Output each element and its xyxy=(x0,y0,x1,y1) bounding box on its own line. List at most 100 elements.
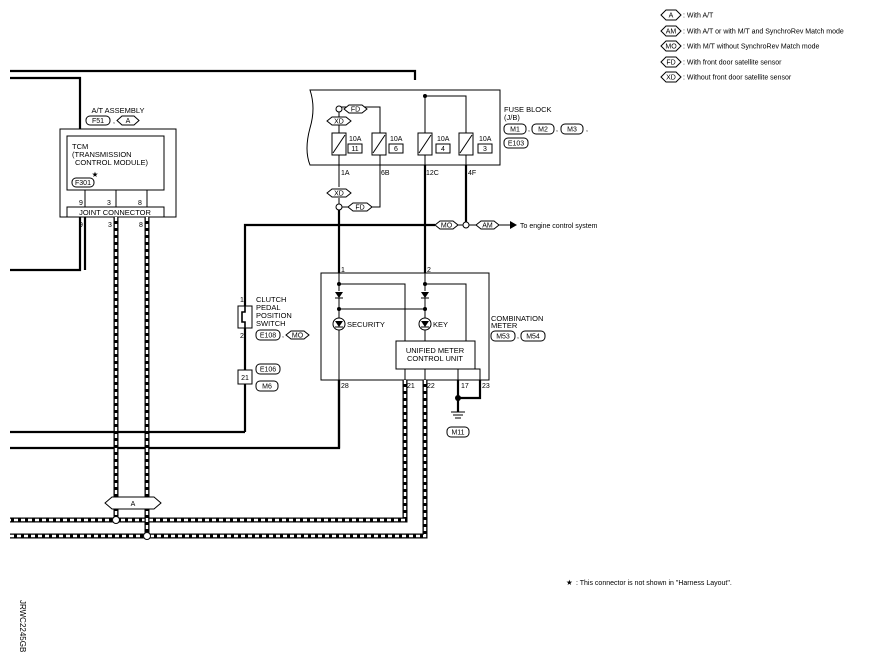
wire-top-1 xyxy=(10,69,417,80)
joint-21 xyxy=(237,369,253,385)
cond-fd-badge xyxy=(343,104,368,114)
at-assembly: A/T ASSEMBLY F51 , A TCM (TRANSMISSION C… xyxy=(59,106,177,229)
fuse-block-title: FUSE BLOCK xyxy=(504,105,552,114)
fuse-number: 3 xyxy=(483,146,487,153)
cond-am-label: AM xyxy=(482,223,493,230)
pin-label: 17 xyxy=(461,383,469,390)
pin-label: 9 xyxy=(79,222,83,229)
clutch-label-4: SWITCH xyxy=(256,319,286,328)
clutch-label-2: PEDAL xyxy=(256,303,281,312)
arrow-engine xyxy=(510,221,517,229)
engine-control-label: To engine control system xyxy=(520,223,598,230)
connector-f51-label: F51 xyxy=(92,118,104,125)
pin-label: 22 xyxy=(427,383,435,390)
legend: A : With A/T AM : With A/T or with M/T a… xyxy=(660,9,844,83)
svg-text:,: , xyxy=(528,126,530,133)
pin-label: 28 xyxy=(341,383,349,390)
cond-xd-label: XD xyxy=(334,119,344,126)
connector-m1-label: M1 xyxy=(510,127,520,134)
connector-m11-label: M11 xyxy=(451,430,464,437)
svg-text:,: , xyxy=(517,333,519,340)
tcm-label-2: (TRANSMISSION xyxy=(72,150,132,159)
connector-m11 xyxy=(446,426,470,438)
ground-icon xyxy=(451,411,465,419)
legend-item-mo: MO : With M/T without SynchroRev Match m… xyxy=(660,40,820,52)
legend-text: : With A/T xyxy=(683,13,714,20)
pin-label: 1 xyxy=(240,297,244,304)
fuse-number: 4 xyxy=(441,146,445,153)
svg-text:★: ★ xyxy=(92,170,99,179)
unit-label-1: UNIFIED METER xyxy=(406,346,465,355)
wire-ground-23 xyxy=(458,380,482,400)
tcm-label-3: CONTROL MODULE) xyxy=(75,158,149,167)
cond-a-label: A xyxy=(126,118,131,125)
clutch-label-1: CLUTCH xyxy=(256,295,286,304)
svg-text:,: , xyxy=(282,332,284,339)
joint-connector-label: JOINT CONNECTOR xyxy=(79,208,151,217)
connector-e108-label: E108 xyxy=(260,333,276,340)
legend-code: A xyxy=(669,13,674,20)
combination-meter-title: COMBINATION xyxy=(491,314,543,323)
connector-e106-label: E106 xyxy=(260,367,276,374)
cond-fd-label-2: FD xyxy=(355,205,364,212)
legend-code: MO xyxy=(665,44,677,51)
pin-label: 23 xyxy=(482,383,490,390)
cond-xd-label-2: XD xyxy=(334,191,344,198)
pin-label: 3 xyxy=(107,200,111,207)
fuse-pin: 6B xyxy=(381,170,390,177)
unified-meter-control-unit xyxy=(395,340,476,370)
combination-meter: COMBINATION METER M53 , M54 1 2 SECURITY… xyxy=(320,267,546,390)
connector-m54 xyxy=(520,330,546,342)
pin-label: 3 xyxy=(108,222,112,229)
cond-mo-badge-2 xyxy=(285,330,310,340)
connector-f301 xyxy=(71,177,95,188)
legend-text: : With A/T or with M/T and SynchroRev Ma… xyxy=(683,29,844,36)
at-assembly-title: A/T ASSEMBLY xyxy=(91,106,144,115)
fuse-pin: 1A xyxy=(341,170,350,177)
connector-e106 xyxy=(255,363,281,375)
fuse-amp: 10A xyxy=(437,136,450,143)
fuse-block-box xyxy=(306,89,501,166)
cond-a-badge xyxy=(116,115,140,126)
svg-text:,: , xyxy=(113,118,115,125)
pin-label: 1 xyxy=(341,267,345,274)
connector-m1 xyxy=(503,123,527,135)
fuse-number: 6 xyxy=(394,146,398,153)
connector-f301-label: F301 xyxy=(75,180,91,187)
fuse-amp: 10A xyxy=(349,136,362,143)
connector-e103 xyxy=(503,137,529,149)
legend-text: : With front door satellite sensor xyxy=(683,60,782,67)
pin-label: 2 xyxy=(240,333,244,340)
cond-mo-label: MO xyxy=(441,223,453,230)
legend-code: FD xyxy=(666,60,675,67)
junction-a xyxy=(104,496,162,510)
svg-text:,: , xyxy=(556,126,558,133)
can-bus-wires xyxy=(10,217,428,540)
legend-code: AM xyxy=(666,29,677,36)
connector-e103-label: E103 xyxy=(508,141,524,148)
connector-m53 xyxy=(490,330,516,342)
pin-label: 21 xyxy=(241,375,249,382)
connector-f51 xyxy=(85,115,111,126)
cond-fd-label: FD xyxy=(351,107,360,114)
fuse-pin: 4F xyxy=(468,170,476,177)
fuse-pin: 12C xyxy=(426,170,439,177)
connector-m2 xyxy=(531,123,555,135)
pin-label: 21 xyxy=(407,383,415,390)
legend-text: : Without front door satellite sensor xyxy=(683,75,792,82)
legend-item-am: AM : With A/T or with M/T and SynchroRev… xyxy=(660,25,844,37)
pin-label: 9 xyxy=(79,200,83,207)
connector-m2-label: M2 xyxy=(538,127,548,134)
fuse-amp: 10A xyxy=(390,136,403,143)
fuse-number: 11 xyxy=(351,146,358,153)
connector-e108 xyxy=(255,329,281,341)
clutch-pedal-switch: 1 2 CLUTCH PEDAL POSITION SWITCH E108 , … xyxy=(237,295,310,392)
connector-m3 xyxy=(560,123,584,135)
svg-text:,: , xyxy=(586,126,588,133)
diagram-code: JRWC2245GB xyxy=(18,600,27,652)
connector-m6-label: M6 xyxy=(262,384,272,391)
junction-a-label: A xyxy=(131,501,136,508)
unit-label-2: CONTROL UNIT xyxy=(407,354,463,363)
combination-meter-subtitle: METER xyxy=(491,321,518,330)
